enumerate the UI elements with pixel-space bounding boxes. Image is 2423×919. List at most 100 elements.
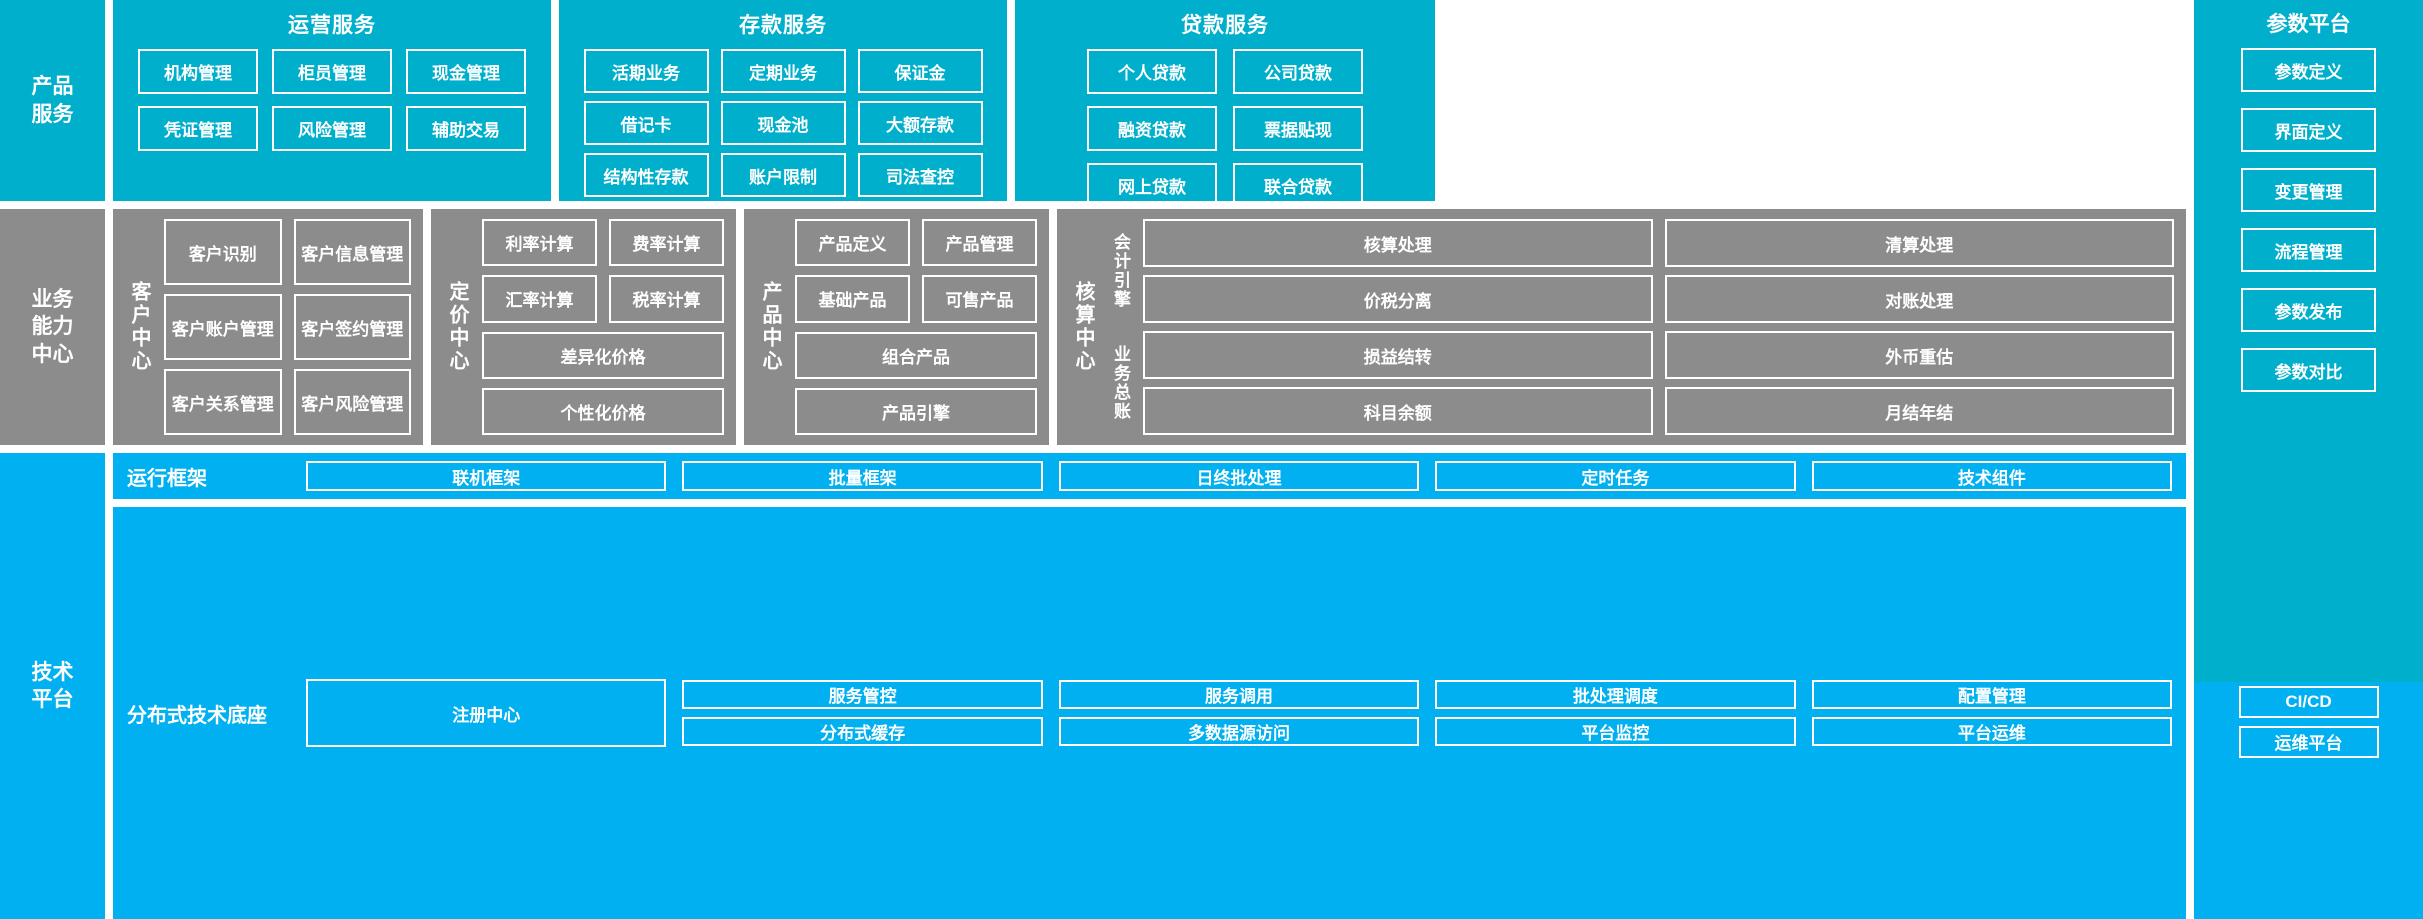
center-item[interactable]: 损益结转 — [1143, 331, 1653, 379]
service-item[interactable]: 现金池 — [720, 101, 846, 145]
service-item[interactable]: 大额存款 — [857, 101, 983, 145]
layer-label-business-capability: 业务 能力 中心 — [0, 209, 105, 445]
service-item[interactable]: 辅助交易 — [406, 106, 526, 151]
runtime-item[interactable]: 联机框架 — [306, 461, 667, 491]
center-item[interactable]: 客户风险管理 — [293, 369, 411, 435]
center-item[interactable]: 费率计算 — [609, 219, 724, 267]
center-row: 客户识别 客户信息管理 — [164, 219, 411, 285]
service-item[interactable]: 风险管理 — [272, 106, 392, 151]
business-capability-layer: 业务 能力 中心 客户中心 客户识别 客户信息管理 客户账户管理 客户签约管理 — [0, 209, 2423, 445]
center-item[interactable]: 外币重估 — [1664, 331, 2174, 379]
service-item[interactable]: 柜员管理 — [272, 49, 392, 94]
center-item[interactable]: 组合产品 — [795, 331, 1037, 379]
center-accounting: 核算中心 会计引擎 核算处理 清算处理 价税分离 — [1057, 209, 2186, 445]
parameter-item[interactable]: 参数对比 — [2241, 348, 2376, 392]
center-item[interactable]: 产品管理 — [922, 219, 1037, 267]
service-item[interactable]: 活期业务 — [583, 49, 709, 93]
foundation-item[interactable]: 配置管理 — [1811, 680, 2173, 709]
center-item[interactable]: 客户账户管理 — [164, 294, 282, 360]
foundation-item-registry[interactable]: 注册中心 — [306, 679, 667, 747]
parameter-item[interactable]: 界面定义 — [2241, 108, 2376, 152]
foundation-item[interactable]: 平台运维 — [1811, 717, 2173, 746]
service-item-grid: 活期业务 定期业务 保证金 借记卡 现金池 大额存款 结构性存款 账户限制 司法… — [569, 49, 997, 201]
service-item[interactable]: 联合贷款 — [1233, 163, 1363, 208]
capability-centers: 客户中心 客户识别 客户信息管理 客户账户管理 客户签约管理 客户关系管理 客户… — [113, 209, 2186, 445]
service-item[interactable]: 保证金 — [857, 49, 983, 93]
distributed-foundation-label: 分布式技术底座 — [127, 704, 267, 727]
runtime-framework-label: 运行框架 — [127, 467, 207, 490]
service-group-operation: 运营服务 机构管理 柜员管理 现金管理 凭证管理 风险管理 辅助交易 — [113, 0, 551, 201]
service-group-loan: 贷款服务 个人贷款 公司贷款 融资贷款 票据贴现 网上贷款 联合贷款 — [1015, 0, 1435, 208]
center-item[interactable]: 月结年结 — [1664, 387, 2174, 435]
runtime-item[interactable]: 定时任务 — [1435, 461, 1796, 491]
service-item[interactable]: 机构管理 — [138, 49, 258, 94]
foundation-item[interactable]: 分布式缓存 — [682, 717, 1043, 746]
center-item[interactable]: 差异化价格 — [482, 331, 724, 379]
center-item[interactable]: 利率计算 — [482, 219, 597, 267]
center-item[interactable]: 核算处理 — [1143, 219, 1653, 267]
service-item[interactable]: 个人贷款 — [1087, 49, 1217, 94]
center-item[interactable]: 客户识别 — [164, 219, 282, 285]
center-item[interactable]: 产品定义 — [795, 219, 910, 267]
service-item[interactable]: 票据贴现 — [1233, 106, 1363, 151]
center-row: 客户账户管理 客户签约管理 — [164, 294, 411, 360]
foundation-item[interactable]: 服务管控 — [682, 680, 1043, 709]
runtime-item[interactable]: 技术组件 — [1811, 461, 2173, 491]
center-item[interactable]: 清算处理 — [1664, 219, 2174, 267]
distributed-foundation-row: 分布式技术底座 注册中心 服务管控 分布式缓存 服务调用 多数据源访问 批处理调… — [113, 507, 2186, 919]
foundation-item[interactable]: 多数据源访问 — [1058, 717, 1420, 746]
runtime-framework-items: 联机框架 批量框架 日终批处理 定时任务 技术组件 — [306, 461, 2173, 491]
foundation-item[interactable]: 平台监控 — [1435, 717, 1796, 746]
service-item[interactable]: 融资贷款 — [1087, 106, 1217, 151]
center-product: 产品中心 产品定义 产品管理 基础产品 可售产品 组合产品 产品引擎 — [744, 209, 1049, 445]
runtime-item[interactable]: 日终批处理 — [1058, 461, 1420, 491]
runtime-item[interactable]: 批量框架 — [682, 461, 1043, 491]
center-item[interactable]: 基础产品 — [795, 275, 910, 323]
service-group-title: 贷款服务 — [1181, 14, 1269, 37]
devops-item[interactable]: CI/CD — [2238, 685, 2379, 718]
center-item[interactable]: 产品引擎 — [795, 387, 1037, 435]
center-item[interactable]: 客户信息管理 — [293, 219, 411, 285]
service-item[interactable]: 公司贷款 — [1233, 49, 1363, 94]
center-item[interactable]: 价税分离 — [1143, 275, 1653, 323]
accounting-groups: 会计引擎 核算处理 清算处理 价税分离 对账处理 — [1108, 219, 2174, 435]
center-item[interactable]: 个性化价格 — [482, 387, 724, 435]
service-item[interactable]: 现金管理 — [406, 49, 526, 94]
parameter-item[interactable]: 参数发布 — [2241, 288, 2376, 332]
center-item[interactable]: 税率计算 — [609, 275, 724, 323]
parameter-item[interactable]: 变更管理 — [2241, 168, 2376, 212]
service-item[interactable]: 定期业务 — [720, 49, 846, 93]
center-row: 损益结转 外币重估 — [1143, 331, 2174, 379]
center-row: 基础产品 可售产品 — [795, 275, 1037, 323]
service-item[interactable]: 账户限制 — [720, 153, 846, 197]
parameter-item[interactable]: 流程管理 — [2241, 228, 2376, 272]
service-item[interactable]: 网上贷款 — [1087, 163, 1217, 208]
service-item[interactable]: 司法查控 — [857, 153, 983, 197]
center-label: 核算中心 — [1072, 281, 1094, 373]
center-item[interactable]: 汇率计算 — [482, 275, 597, 323]
center-cells: 客户识别 客户信息管理 客户账户管理 客户签约管理 客户关系管理 客户风险管理 — [164, 219, 411, 435]
center-cells: 产品定义 产品管理 基础产品 可售产品 组合产品 产品引擎 — [795, 219, 1037, 435]
foundation-column: 批处理调度 平台监控 — [1435, 680, 1796, 746]
devops-item[interactable]: 运维平台 — [2238, 725, 2379, 758]
layer-label-line-2: 平台 — [31, 688, 74, 711]
center-item[interactable]: 客户签约管理 — [293, 294, 411, 360]
service-item[interactable]: 凭证管理 — [138, 106, 258, 151]
center-row: 产品引擎 — [795, 387, 1037, 435]
foundation-item[interactable]: 批处理调度 — [1435, 680, 1796, 709]
product-service-groups: 运营服务 机构管理 柜员管理 现金管理 凭证管理 风险管理 辅助交易 存款服务 … — [113, 0, 2186, 208]
center-item[interactable]: 科目余额 — [1143, 387, 1653, 435]
service-item[interactable]: 结构性存款 — [583, 153, 709, 197]
service-item[interactable]: 借记卡 — [583, 101, 709, 145]
product-service-layer: 产品 服务 运营服务 机构管理 柜员管理 现金管理 凭证管理 风险管理 辅助交易… — [0, 0, 2423, 208]
center-item[interactable]: 可售产品 — [922, 275, 1037, 323]
center-item[interactable]: 客户关系管理 — [164, 369, 282, 435]
technical-platform-layer: 技术 平台 运行框架 联机框架 批量框架 日终批处理 定时任务 技术组件 分布式… — [0, 453, 2423, 919]
parameter-platform-items: 参数定义 界面定义 变更管理 流程管理 参数发布 参数对比 — [2194, 48, 2423, 676]
foundation-item[interactable]: 服务调用 — [1058, 680, 1420, 709]
parameter-item[interactable]: 参数定义 — [2241, 48, 2376, 92]
center-item[interactable]: 对账处理 — [1664, 275, 2174, 323]
center-row: 组合产品 — [795, 331, 1037, 379]
accounting-group-ledger: 业务总账 损益结转 外币重估 科目余额 月结年结 — [1108, 331, 2174, 435]
